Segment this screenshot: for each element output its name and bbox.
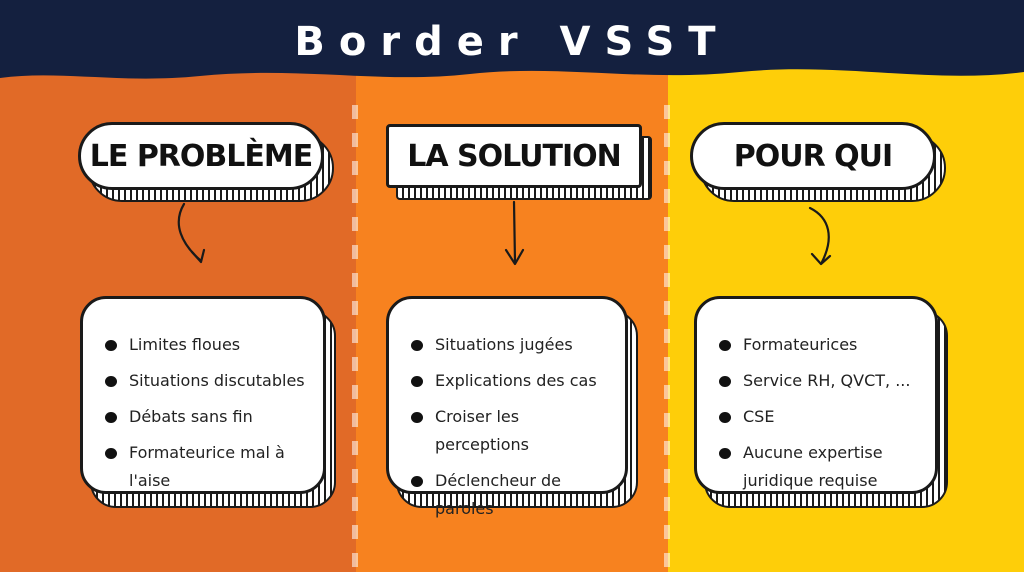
list-item: Aucune expertise juridique requise [719,439,927,495]
bullet-list: Limites floues Situations discutables Dé… [105,331,315,503]
bullet-icon [719,376,731,387]
list-item: Explications des cas [411,367,617,395]
heading-audience: POUR QUI [690,122,936,190]
bullet-icon [105,412,117,423]
straight-arrow-icon [504,200,525,266]
list-item: Croiser les perceptions [411,403,617,459]
page-title: Border VSST [294,19,730,65]
heading-box-problem: LE PROBLÈME [78,122,334,202]
bullet-icon [105,340,117,351]
bullet-icon [411,476,423,487]
list-item: Service RH, QVCT, ... [719,367,927,395]
bullet-list: Formateurices Service RH, QVCT, ... CSE … [719,331,927,503]
header-banner: Border VSST [0,0,1024,104]
list-item: Situations discutables [105,367,315,395]
bullet-icon [105,376,117,387]
list-item: Débats sans fin [105,403,315,431]
dashed-divider [664,105,670,572]
card-audience: Formateurices Service RH, QVCT, ... CSE … [694,296,948,508]
heading-box-solution: LA SOLUTION [386,124,652,200]
heading-box-audience: POUR QUI [690,122,946,202]
dashed-divider [352,105,358,572]
bullet-icon [411,340,423,351]
bullet-icon [411,376,423,387]
bullet-list: Situations jugées Explications des cas C… [411,331,617,531]
header-wave-shape [0,0,1024,79]
bullet-icon [411,412,423,423]
heading-solution: LA SOLUTION [386,124,642,188]
list-item: Formateurices [719,331,927,359]
list-item: Situations jugées [411,331,617,359]
heading-problem: LE PROBLÈME [78,122,324,190]
bullet-icon [105,448,117,459]
bullet-icon [719,412,731,423]
list-item: Limites floues [105,331,315,359]
curved-arrow-icon [808,206,832,266]
list-item: Déclencheur de paroles [411,467,617,523]
bullet-icon [719,340,731,351]
curved-arrow-icon [177,202,206,264]
list-item: CSE [719,403,927,431]
bullet-icon [719,448,731,459]
list-item: Formateurice mal à l'aise [105,439,315,495]
card-solution: Situations jugées Explications des cas C… [386,296,638,518]
card-problem: Limites floues Situations discutables Dé… [80,296,336,508]
